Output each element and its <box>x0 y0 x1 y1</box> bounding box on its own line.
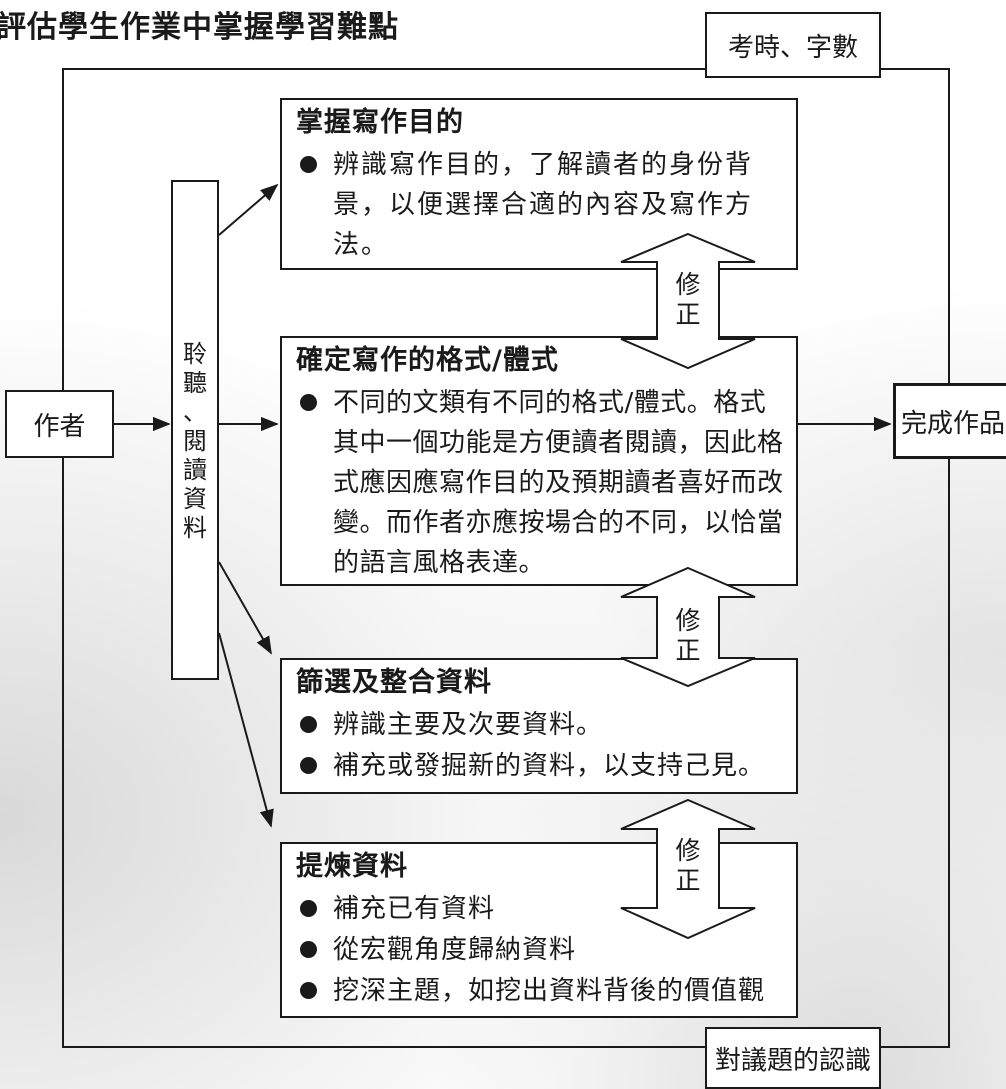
bullet-item: 辨識主要及次要資料。 <box>296 705 796 746</box>
card-title: 篩選及整合資料 <box>296 667 492 698</box>
side-char: 閱 <box>183 427 207 455</box>
bullet-dot-icon <box>300 982 317 999</box>
outer-frame <box>62 68 950 1048</box>
bullet-dot-icon <box>300 716 317 733</box>
revision-char: 正 <box>675 866 701 895</box>
side-char: 料 <box>183 514 207 542</box>
bullet-text: 不同的文類有不同的格式/體式。格式其中一個功能是方便讀者閱讀，因此格式應因應寫作… <box>333 388 784 578</box>
bullet-dot-icon <box>300 757 317 774</box>
side-char: 、 <box>183 398 207 426</box>
page-title: 評估學生作業中掌握學習難點 <box>0 10 399 45</box>
result-label: 完成作品 <box>900 408 1005 439</box>
bullet-item: 辨識寫作目的，了解讀者的身份背景，以便選擇合適的內容及寫作方法。 <box>296 145 796 265</box>
bullet-text: 補充已有資料 <box>333 894 496 924</box>
card-select-integrate: 篩選及整合資料 辨識主要及次要資料。 補充或發掘新的資料，以支持己見。 <box>280 658 798 794</box>
card-title: 確定寫作的格式/體式 <box>296 345 559 376</box>
revision-char: 正 <box>675 636 701 665</box>
revision-char: 修 <box>675 606 701 635</box>
side-char: 聽 <box>183 369 207 397</box>
bullet-item: 補充或發掘新的資料，以支持己見。 <box>296 746 796 787</box>
listening-reading-box: 聆 聽 、 閱 讀 資 料 <box>171 180 219 680</box>
bullet-text: 挖深主題，如挖出資料背後的價值觀 <box>333 976 766 1006</box>
card-title: 掌握寫作目的 <box>296 107 464 138</box>
bullet-item: 不同的文類有不同的格式/體式。格式其中一個功能是方便讀者閱讀，因此格式應因應寫作… <box>296 383 796 583</box>
bullet-text: 辨識寫作目的，了解讀者的身份背景，以便選擇合適的內容及寫作方法。 <box>333 150 754 260</box>
bottom-label: 對議題的認識 <box>714 1045 871 1076</box>
bottom-label-box: 對議題的認識 <box>705 1027 881 1089</box>
revision-char: 修 <box>675 270 701 299</box>
listening-reading-label: 聆 聽 、 閱 讀 資 料 <box>173 340 217 543</box>
bullet-item: 從宏觀角度歸納資料 <box>296 930 796 971</box>
result-box: 完成作品 <box>893 383 1006 459</box>
bullet-dot-icon <box>300 900 317 917</box>
side-char: 讀 <box>183 456 207 484</box>
revision-char: 正 <box>675 300 701 329</box>
author-label: 作者 <box>33 411 86 442</box>
side-char: 聆 <box>183 340 207 368</box>
bullet-item: 挖深主題，如挖出資料背後的價值觀 <box>296 971 796 1012</box>
card-title: 提煉資料 <box>296 851 408 882</box>
bullet-item: 補充已有資料 <box>296 889 796 930</box>
bullet-dot-icon <box>300 156 317 173</box>
top-label-box: 考時、字數 <box>705 12 881 78</box>
side-char: 資 <box>183 485 207 513</box>
revision-label-1: 修 正 <box>673 270 703 330</box>
bullet-text: 從宏觀角度歸納資料 <box>333 935 577 965</box>
card-refine-data: 提煉資料 補充已有資料 從宏觀角度歸納資料 挖深主題，如挖出資料背後的價值觀 <box>280 842 798 1018</box>
bullet-dot-icon <box>300 394 317 411</box>
author-box: 作者 <box>5 390 114 458</box>
revision-char: 修 <box>675 836 701 865</box>
card-writing-purpose: 掌握寫作目的 辨識寫作目的，了解讀者的身份背景，以便選擇合適的內容及寫作方法。 <box>280 98 798 270</box>
revision-label-3: 修 正 <box>673 836 703 896</box>
bullet-dot-icon <box>300 941 317 958</box>
bullet-text: 辨識主要及次要資料。 <box>333 710 604 740</box>
card-format-style: 確定寫作的格式/體式 不同的文類有不同的格式/體式。格式其中一個功能是方便讀者閱… <box>280 336 798 586</box>
revision-label-2: 修 正 <box>673 606 703 666</box>
top-label: 考時、字數 <box>727 32 858 63</box>
bullet-text: 補充或發掘新的資料，以支持己見。 <box>333 751 766 781</box>
